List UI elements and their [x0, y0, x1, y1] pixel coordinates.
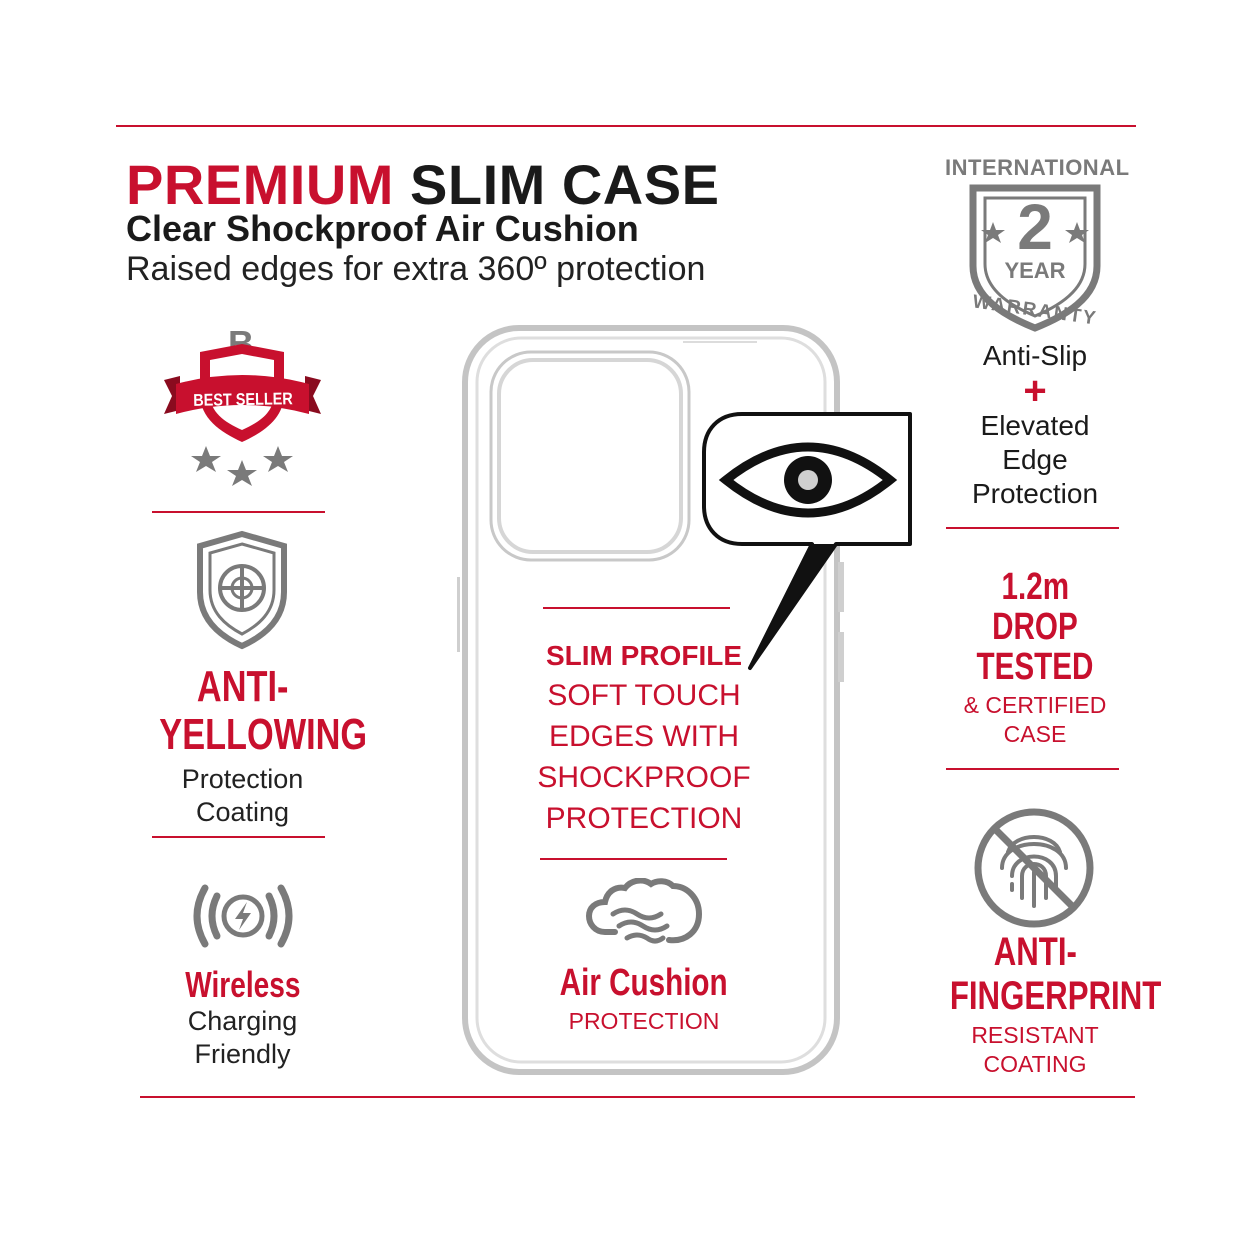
page-title: PREMIUM SLIM CASE — [126, 152, 719, 217]
wireless-title: Wireless — [184, 964, 301, 1005]
air-cushion-desc: PROTECTION — [568, 1008, 720, 1034]
drop-line-4: & CERTIFIED — [963, 692, 1107, 718]
anti-fingerprint-desc-2: COATING — [983, 1051, 1087, 1077]
slim-profile-block: SLIM PROFILE SOFT TOUCH EDGES WITH SHOCK… — [530, 640, 758, 836]
wireless-block: Wireless Charging Friendly — [130, 964, 355, 1070]
eye-callout — [702, 412, 912, 670]
plus-sign: + — [1023, 369, 1047, 413]
slim-line-3: SHOCKPROOF — [537, 761, 751, 794]
anti-slip-line-4: Protection — [971, 478, 1099, 509]
slim-line-2: EDGES WITH — [548, 720, 739, 753]
air-cushion-cloud-icon — [585, 878, 703, 944]
anti-slip-line-3: Edge — [1002, 444, 1068, 475]
left-divider-1 — [152, 511, 325, 513]
drop-tested-block: 1.2m DROP TESTED & CERTIFIED CASE — [935, 566, 1135, 748]
no-fingerprint-icon — [974, 808, 1094, 928]
clear-case-illustration — [457, 325, 844, 1075]
top-divider — [116, 125, 1136, 127]
wireless-desc-2: Friendly — [194, 1039, 291, 1069]
air-cushion-block: Air Cushion PROTECTION — [530, 962, 758, 1035]
warranty-shield-icon — [969, 184, 1101, 332]
anti-slip-line-2: Elevated — [980, 410, 1090, 441]
anti-fingerprint-title-2: FINGERPRINT — [949, 974, 1162, 1018]
drop-line-2: DROP — [992, 606, 1078, 648]
bottom-divider — [140, 1096, 1135, 1098]
anti-yellowing-block: ANTI- YELLOWING Protection Coating — [130, 662, 367, 828]
drop-line-5: CASE — [1003, 721, 1067, 747]
best-seller-badge: B BEST SELLER — [160, 322, 325, 497]
drop-line-3: TESTED — [976, 646, 1094, 688]
warranty-number: 2 — [1017, 191, 1053, 263]
anti-fingerprint-title-1: ANTI- — [993, 930, 1077, 974]
center-divider-2 — [540, 858, 727, 860]
slim-line-4: PROTECTION — [545, 802, 743, 835]
warranty-badge: INTERNATIONAL 2 YEAR WARRANTY — [945, 150, 1130, 332]
best-seller-badge-icon: B — [164, 323, 321, 486]
right-divider-2 — [946, 768, 1119, 770]
slim-profile-title: SLIM PROFILE — [546, 640, 742, 671]
anti-yellowing-desc-1: Protection — [181, 764, 304, 794]
wireless-charging-icon — [193, 884, 293, 948]
best-seller-label: BEST SELLER — [193, 389, 293, 410]
left-divider-2 — [152, 836, 325, 838]
anti-slip-line-1: Anti-Slip — [982, 340, 1088, 371]
title-red: PREMIUM — [126, 153, 394, 216]
anti-yellowing-desc-2: Coating — [195, 797, 290, 827]
page-subtitle: Clear Shockproof Air Cushion — [126, 208, 639, 249]
eye-icon — [718, 442, 898, 518]
warranty-top-text: INTERNATIONAL — [945, 155, 1130, 180]
shield-icon — [197, 530, 287, 650]
anti-slip-block: Anti-Slip + Elevated Edge Protection — [935, 340, 1135, 510]
right-divider-1 — [946, 527, 1119, 529]
air-cushion-title: Air Cushion — [560, 962, 728, 1004]
anti-fingerprint-desc-1: RESISTANT — [971, 1022, 1099, 1048]
drop-line-1: 1.2m — [1001, 566, 1069, 608]
warranty-unit: YEAR — [1004, 258, 1066, 283]
anti-yellowing-title-2: YELLOWING — [159, 710, 368, 759]
anti-fingerprint-block: ANTI- FINGERPRINT RESISTANT COATING — [920, 930, 1161, 1078]
anti-yellowing-title-1: ANTI- — [196, 662, 289, 711]
center-divider-1 — [543, 607, 730, 609]
title-dark: SLIM CASE — [410, 153, 720, 216]
wireless-desc-1: Charging — [187, 1006, 298, 1036]
slim-line-1: SOFT TOUCH — [547, 679, 741, 712]
page-tagline: Raised edges for extra 360º protection — [126, 250, 706, 288]
